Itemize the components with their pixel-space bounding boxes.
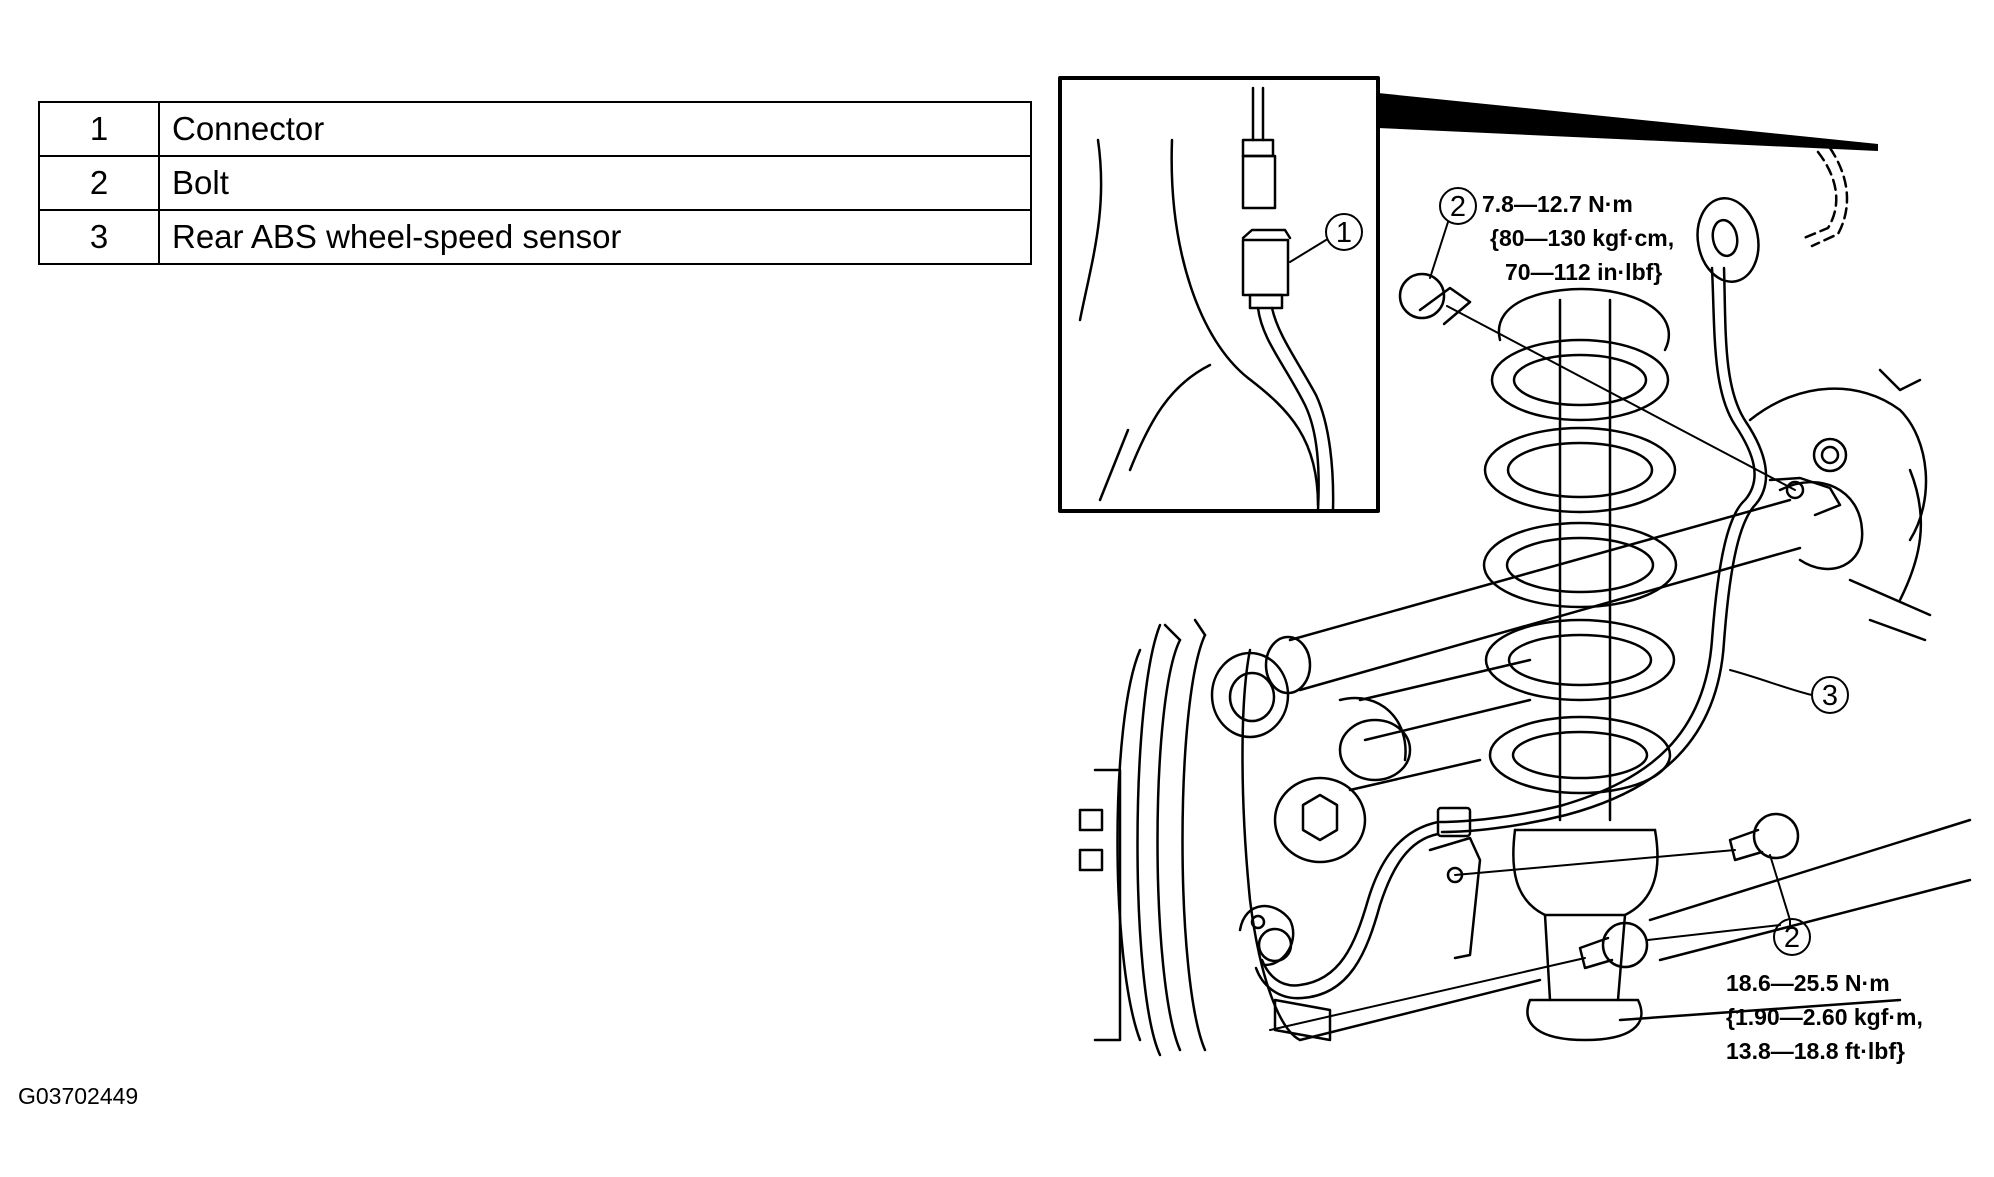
callout-connector: 1 — [1289, 213, 1363, 263]
legend-description: Rear ABS wheel-speed sensor — [158, 209, 1032, 265]
callout-sensor-number: 3 — [1822, 680, 1838, 712]
torque-spec-lower: 18.6—25.5 N·m {1.90—2.60 kgf·m, 13.8—18.… — [1726, 970, 1923, 1064]
bolts — [1269, 272, 1800, 1031]
parts-legend-table: 1 Connector 2 Bolt 3 Rear ABS wheel-spee… — [38, 101, 1032, 265]
torque-upper-line1: 7.8—12.7 N·m — [1482, 191, 1633, 217]
coil-spring-strut — [1482, 287, 1678, 1042]
brake-disc — [1078, 618, 1207, 1057]
legend-row: 2 Bolt — [38, 155, 1032, 211]
torque-lower-line3: 13.8—18.8 ft·lbf} — [1726, 1038, 1905, 1064]
legend-row: 1 Connector — [38, 101, 1032, 157]
torque-upper-line2: {80—130 kgf·cm, — [1490, 225, 1674, 251]
lower-bolt-a — [1454, 812, 1800, 876]
figure-id: G03702449 — [18, 1083, 139, 1109]
lower-bolt-b — [1269, 921, 1649, 1031]
legend-number: 3 — [38, 209, 160, 265]
legend-number: 1 — [38, 101, 160, 157]
torque-spec-upper: 7.8—12.7 N·m {80—130 kgf·cm, 70—112 in·l… — [1482, 191, 1674, 285]
torque-lower-line1: 18.6—25.5 N·m — [1726, 970, 1890, 996]
torque-lower-line2: {1.90—2.60 kgf·m, — [1726, 1004, 1923, 1030]
lower-links — [1298, 658, 1972, 1042]
torque-upper-line3: 70—112 in·lbf} — [1505, 259, 1662, 285]
legend-row: 3 Rear ABS wheel-speed sensor — [38, 209, 1032, 265]
upper-bolt — [1398, 272, 1796, 491]
callout-bolt-upper-number: 2 — [1450, 191, 1466, 223]
legend-description: Bolt — [158, 155, 1032, 211]
callout-connector-number: 1 — [1336, 217, 1352, 249]
legend-number: 2 — [38, 155, 160, 211]
upper-control-arm — [1264, 368, 1932, 695]
callout-bolt-upper: 2 — [1429, 187, 1477, 279]
connector-inset — [1058, 76, 1878, 513]
callout-bolt-lower-number: 2 — [1784, 922, 1800, 954]
legend-description: Connector — [158, 101, 1032, 157]
knuckle — [1210, 648, 1482, 1042]
callout-sensor: 3 — [1729, 669, 1849, 714]
callout-bolt-lower: 2 — [1773, 918, 1811, 956]
